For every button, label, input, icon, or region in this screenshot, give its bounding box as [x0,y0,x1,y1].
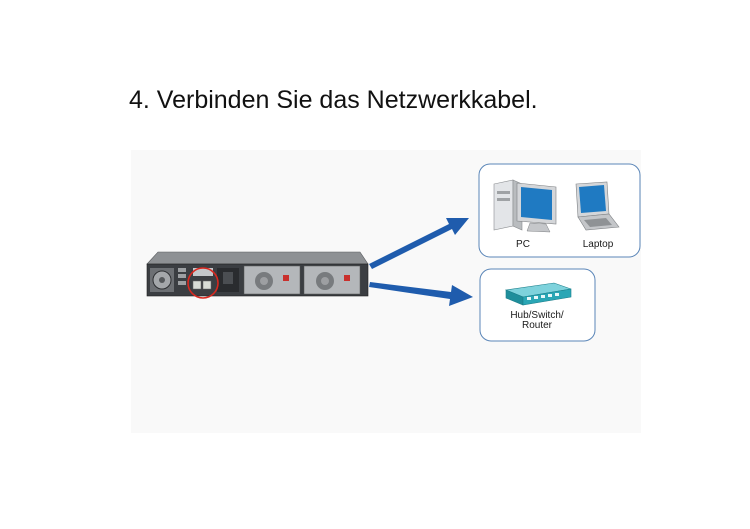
network-device-label-line2: Router [522,320,553,331]
laptop-icon [575,181,620,231]
step-title: 4. Verbinden Sie das Netzwerkkabel. [129,86,538,114]
pc-label: PC [516,239,530,250]
pc-icon [493,179,557,233]
server-rack-icon [146,251,369,297]
switch-icon [504,282,572,306]
laptop-label: Laptop [583,239,614,250]
arrow-icon [369,282,473,306]
highlight-circle [187,267,219,299]
network-device-box [479,268,596,342]
network-device-label-line1: Hub/Switch/ [510,310,564,321]
arrow-icon [369,218,469,269]
